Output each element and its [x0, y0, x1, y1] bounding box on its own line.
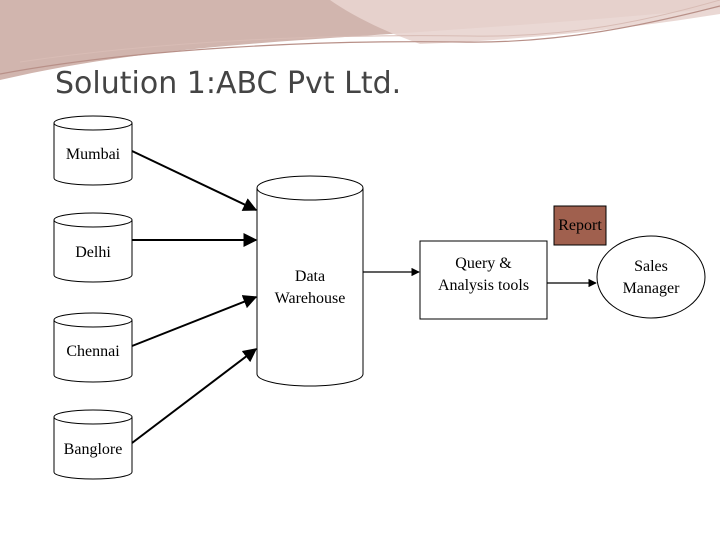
warehouse-label-line1: Data: [257, 266, 363, 288]
sales-manager-label-line2: Manager: [597, 278, 705, 300]
slide-title: Solution 1:ABC Pvt Ltd.: [55, 66, 401, 101]
source-label-mumbai: Mumbai: [54, 144, 132, 166]
query-tool-label-line2: Analysis tools: [420, 275, 547, 297]
sales-manager-label: Sales Manager: [597, 256, 705, 300]
arrow-mumbai-to-warehouse: [132, 151, 256, 210]
sales-manager-label-line1: Sales: [597, 256, 705, 278]
warehouse-label: Data Warehouse: [257, 266, 363, 310]
warehouse-label-line2: Warehouse: [257, 288, 363, 310]
source-label-delhi: Delhi: [54, 242, 132, 264]
arrow-banglore-to-warehouse: [132, 349, 256, 443]
report-label: Report: [548, 215, 612, 237]
query-tool-label: Query & Analysis tools: [420, 253, 547, 297]
source-label-banglore: Banglore: [54, 439, 132, 461]
query-tool-label-line1: Query &: [420, 253, 547, 275]
arrow-chennai-to-warehouse: [132, 297, 256, 346]
source-label-chennai: Chennai: [54, 341, 132, 363]
